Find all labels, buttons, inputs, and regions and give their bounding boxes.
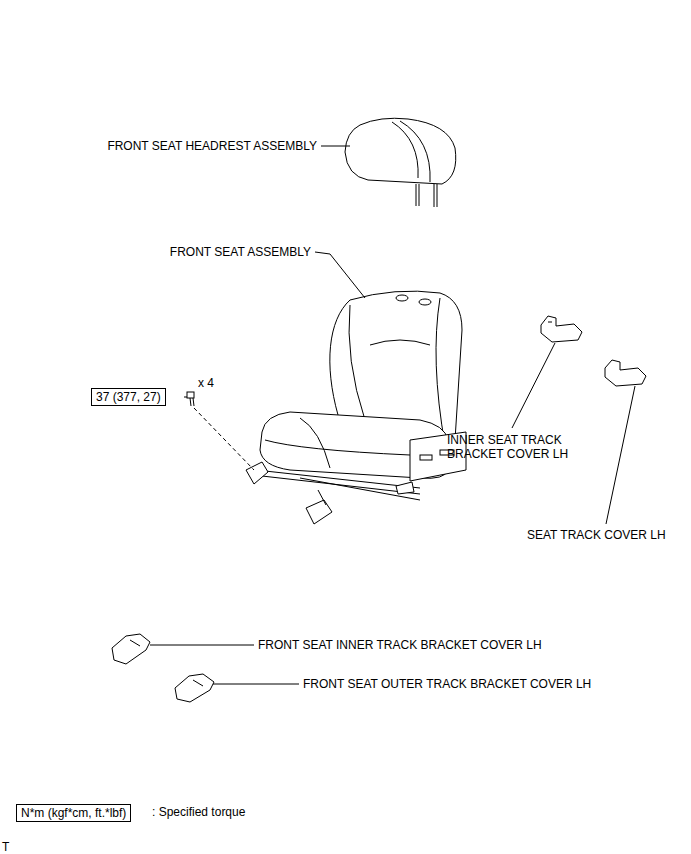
part-label: FRONT SEAT OUTER TRACK BRACKET COVER LH — [303, 677, 591, 691]
torque-box: 37 (377, 27) — [91, 388, 166, 406]
cover-part — [605, 360, 646, 386]
torque-value: 37 (377, 27) — [96, 390, 161, 404]
leader-line — [150, 645, 254, 646]
part-label: SEAT TRACK COVER LH — [527, 528, 666, 542]
part-label: T — [2, 840, 9, 854]
part-label: FRONT SEAT ASSEMBLY — [170, 245, 311, 259]
leader-line — [315, 252, 365, 298]
cover-part — [175, 674, 214, 702]
part-label: : Specified torque — [152, 805, 245, 819]
bolt-drawing — [187, 392, 194, 406]
part-label: FRONT SEAT HEADREST ASSEMBLY — [107, 139, 317, 153]
cover-part — [112, 634, 150, 664]
legend-box: N*m (kgf*cm, ft.*lbf) — [16, 804, 131, 822]
torque-value: N*m (kgf*cm, ft.*lbf) — [21, 806, 126, 820]
dashed-line — [194, 408, 254, 470]
part-label: x 4 — [198, 376, 214, 390]
headrest-drawing — [345, 118, 456, 207]
leader-line — [184, 397, 187, 398]
leader-line — [321, 146, 350, 147]
part-label: FRONT SEAT INNER TRACK BRACKET COVER LH — [258, 638, 542, 652]
part-label: INNER SEAT TRACK BRACKET COVER LH — [447, 433, 597, 461]
seat-drawing — [246, 291, 466, 524]
leader-line — [606, 386, 635, 524]
leader-line — [213, 684, 299, 685]
leader-line — [512, 343, 555, 428]
cover-part — [541, 316, 582, 342]
